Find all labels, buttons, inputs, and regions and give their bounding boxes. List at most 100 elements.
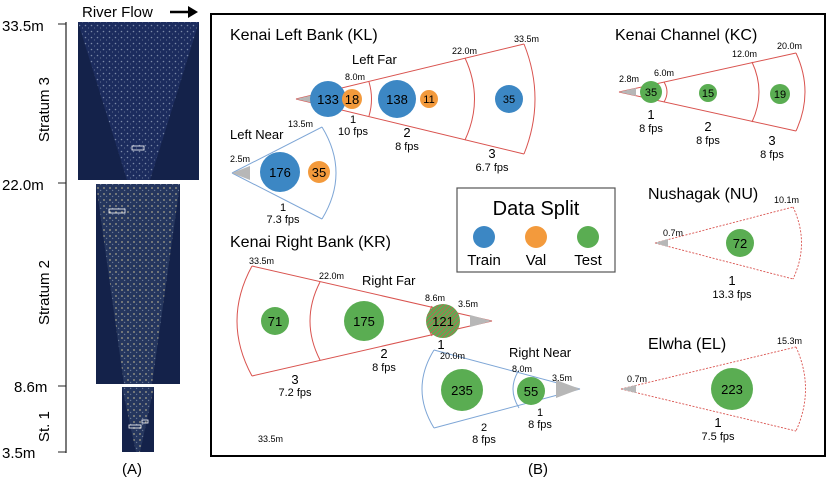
panel-b-frame <box>210 13 826 457</box>
el-wedge <box>620 346 806 432</box>
kl-s2-val-count: 11 <box>423 94 434 106</box>
kl-s1-val-count: 18 <box>345 92 359 107</box>
nu-range-2: 10.1m <box>774 195 799 205</box>
kenai-left-bank: Kenai Left Bank (KL) Left Far 8.0m 22.0m… <box>230 27 539 226</box>
kc-s3-test-bubble <box>770 84 790 104</box>
legend-test-label: Test <box>574 252 602 269</box>
kl-title: Kenai Left Bank (KL) <box>230 27 378 44</box>
river-flow-label: River Flow <box>82 4 153 21</box>
kl-near-stratum-fps: 7.3 fps <box>266 214 300 226</box>
nu-origin <box>655 239 668 247</box>
sonar-frame-stratum-1 <box>122 387 154 452</box>
kr-near-origin <box>556 380 580 398</box>
kc-range-2: 6.0m <box>654 68 674 78</box>
legend: Data Split Train Val Test <box>456 187 616 273</box>
elwha: Elwha (EL) 0.7m 15.3m 223 1 7.5 fps <box>620 336 806 443</box>
el-title: Elwha (EL) <box>648 336 726 353</box>
sonar-frame-stratum-2 <box>96 184 180 384</box>
el-origin <box>621 385 636 393</box>
kr-near1-count: 55 <box>524 384 538 399</box>
kc-s3-count: 19 <box>774 89 786 101</box>
el-range-1: 0.7m <box>627 374 647 384</box>
kl-stratum-1-num: 1 <box>350 114 356 126</box>
kr-near-wedge <box>421 349 581 429</box>
nu-wedge <box>654 206 802 280</box>
kc-title: Kenai Channel (KC) <box>615 27 757 44</box>
sonar-frame-stratum-3 <box>78 22 199 180</box>
kr-far2-test-bubble <box>344 301 384 341</box>
kc-origin <box>619 88 636 96</box>
kl-near-train-bubble <box>260 152 300 192</box>
kl-s2-val-bubble <box>420 90 438 108</box>
panel-b: Kenai Left Bank (KL) Left Far 8.0m 22.0m… <box>210 13 826 478</box>
kr-far-stratum-3-num: 3 <box>291 372 298 387</box>
kl-near-wedge <box>231 126 337 220</box>
panel-b-caption: (B) <box>528 461 548 478</box>
kr-far1-count: 121 <box>432 314 454 329</box>
kl-s1-train-count: 133 <box>317 92 339 107</box>
kl-stratum-2-num: 2 <box>403 125 410 140</box>
kr-near-range-1: 20.0m <box>440 351 465 361</box>
kc-range-1: 2.8m <box>619 74 639 84</box>
legend-val-label: Val <box>526 252 547 269</box>
kr-far-stratum-3-fps: 7.2 fps <box>278 387 312 399</box>
kc-s1-test-bubble <box>640 81 662 103</box>
kl-s2-train-count: 138 <box>386 92 408 107</box>
kr-near1-test-bubble <box>517 377 545 405</box>
kr-far-origin <box>470 315 492 327</box>
kr-near-stratum-1-fps: 8 fps <box>528 419 552 431</box>
kl-stratum-3-fps: 6.7 fps <box>475 162 509 174</box>
kc-range-4: 20.0m <box>777 41 802 51</box>
kl-far-label: Left Far <box>352 52 397 67</box>
legend-train-swatch <box>473 226 495 248</box>
el-range-2: 15.3m <box>777 336 802 346</box>
kr-far-range-3: 8.6m <box>425 293 445 303</box>
kl-far-origin <box>296 95 313 103</box>
kr-far-stratum-2-fps: 8 fps <box>372 362 396 374</box>
kr-near2-test-bubble <box>441 369 483 411</box>
kenai-channel: Kenai Channel (KC) 2.8m 6.0m 12.0m 20.0m… <box>615 27 806 161</box>
kl-stratum-1-fps: 10 fps <box>338 126 368 138</box>
kr-near-range-3: 3.5m <box>552 373 572 383</box>
nu-title: Nushagak (NU) <box>648 186 758 203</box>
nu-range-1: 0.7m <box>663 228 683 238</box>
kc-stratum-1-num: 1 <box>647 107 654 122</box>
el-test-bubble <box>711 368 753 410</box>
kl-s1-train-bubble <box>310 81 346 117</box>
kr-near-stratum-1-num: 1 <box>537 407 543 419</box>
tick-8.6: 8.6m <box>14 379 47 396</box>
kl-s1-val-bubble <box>342 89 362 109</box>
flow-arrow-icon <box>170 6 198 18</box>
el-stratum-num: 1 <box>714 415 721 430</box>
kl-near-label: Left Near <box>230 127 284 142</box>
tick-22.0: 22.0m <box>2 177 44 194</box>
el-count: 223 <box>721 382 743 397</box>
kr-far2-count: 175 <box>353 314 375 329</box>
kc-stratum-3-num: 3 <box>768 133 775 148</box>
kr-far3-count: 71 <box>268 314 282 329</box>
kr-far-range-1: 33.5m <box>249 256 274 266</box>
nu-stratum-fps: 13.3 fps <box>712 289 752 301</box>
kc-stratum-3-fps: 8 fps <box>760 149 784 161</box>
kr-near-stratum-2-fps: 8 fps <box>472 434 496 446</box>
kl-s3-train-count: 35 <box>503 94 515 106</box>
panel-a-caption: (A) <box>122 461 142 478</box>
kr-near-stratum-2-num: 2 <box>481 422 487 434</box>
kl-s3-train-bubble <box>495 85 523 113</box>
kc-stratum-1-fps: 8 fps <box>639 123 663 135</box>
stratum-3-label: Stratum 3 <box>36 77 53 142</box>
kr-far-range-2: 22.0m <box>319 271 344 281</box>
kenai-right-bank: Kenai Right Bank (KR) Right Far 33.5m 22… <box>230 234 581 446</box>
legend-val-swatch <box>525 226 547 248</box>
kr-title: Kenai Right Bank (KR) <box>230 234 391 251</box>
stratum-1-label: St. 1 <box>36 411 53 442</box>
kr-far-stratum-2-num: 2 <box>380 346 387 361</box>
kl-near-val-count: 35 <box>312 165 326 180</box>
el-stratum-fps: 7.5 fps <box>701 431 735 443</box>
nu-count: 72 <box>733 236 747 251</box>
nushagak: Nushagak (NU) 0.7m 10.1m 72 1 13.3 fps <box>648 186 802 301</box>
kc-s2-count: 15 <box>702 88 714 100</box>
kl-far-range-2: 22.0m <box>452 46 477 56</box>
tick-3.5: 3.5m <box>2 445 35 462</box>
